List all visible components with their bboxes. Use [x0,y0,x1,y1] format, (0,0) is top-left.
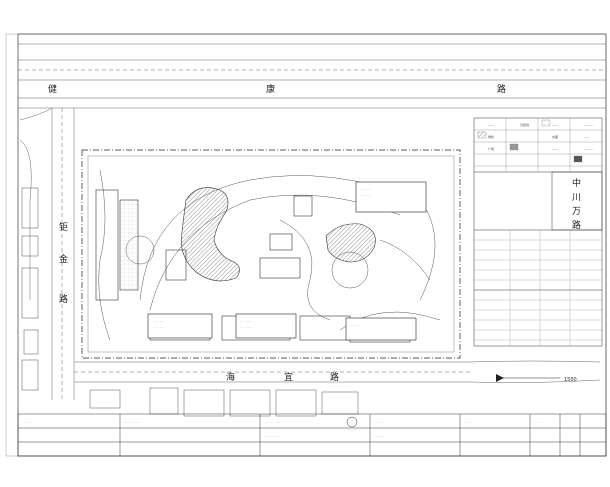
annotation-boxes [147,181,427,341]
road-label-left-2: 金 [59,253,68,265]
svg-text:——: —— [488,123,494,127]
svg-text:·· ·· ·····: ·· ·· ····· [350,323,361,327]
inner-boundary [87,155,455,353]
svg-text:———: ——— [584,147,593,151]
svg-text:———: ——— [584,123,593,127]
svg-text:·· ·· ·····: ·· ·· ····· [240,325,251,329]
road-label-right-2: 川 [572,193,581,203]
road-label-bottom-right: 路 [330,371,339,383]
drawing-frame [17,33,607,457]
svg-text:····· ···: ····· ··· [22,420,31,424]
data-table [474,230,602,346]
annotation-text: ·· ·· ····· ·· ·· ····· ·· ·· ····· ·· ·… [154,187,371,329]
left-road [19,107,75,400]
svg-text:·· ·· ·····: ·· ·· ····· [360,193,371,197]
legend-items: —— 分区线 —— ——— 绿化 水面 —— 广场 —— ——— [488,122,593,151]
svg-text:·· ·· ·····: ·· ·· ····· [360,187,371,191]
svg-text:···· ·····: ···· ····· [464,420,474,424]
hatched-garden-left [181,187,240,282]
svg-text:分区线: 分区线 [520,122,529,127]
logo-icon [346,416,358,428]
svg-text:——: —— [584,135,590,139]
svg-text:——: —— [552,123,558,127]
svg-text:····· ····· ·····: ····· ····· ····· [124,420,140,424]
svg-text:广场: 广场 [488,146,494,151]
hatched-garden-right [325,223,376,263]
title-block [17,413,607,457]
svg-text:·· ·· ·····: ·· ·· ····· [154,319,165,323]
svg-text:绿化: 绿化 [488,134,494,139]
legend [474,118,602,172]
svg-text:水面: 水面 [552,134,558,139]
road-label-bottom-mid: 宜 [284,371,293,383]
road-label-top-left: 健 [48,83,57,95]
road-label-right-4: 路 [572,219,581,231]
title-block-text: ····· ··· ····· ····· ····· ···· ····· ·… [22,420,541,438]
svg-text:——: —— [552,147,558,151]
svg-text:···· ····· ······: ···· ····· ······ [264,420,280,424]
road-label-right-3: 万 [572,207,581,217]
road-sign-value: 1500 [564,377,577,383]
north-arrow [496,374,560,382]
road-label-left-3: 路 [59,293,68,305]
svg-text:·· ·· ·····: ·· ·· ····· [240,319,251,323]
road-label-top-right: 路 [497,83,506,95]
bottom-outside-buildings [89,387,359,417]
bottom-road [74,360,601,383]
road-label-bottom-left: 海 [226,371,235,383]
site-boundary [81,149,461,359]
svg-text:·· ·· ·····: ·· ·· ····· [154,325,165,329]
svg-text:·· ····· ·· ·····: ·· ····· ·· ····· [264,434,280,438]
left-outside-buildings [21,187,39,391]
road-label-left-1: 钜 [59,221,68,233]
svg-text:··· ···: ··· ··· [534,420,541,424]
road-label-top-mid: 康 [266,83,275,95]
svg-text:····· ····: ····· ···· [374,420,384,424]
svg-text:····· ·····: ····· ····· [374,434,385,438]
road-label-right-1: 中 [572,177,581,189]
top-road [18,43,606,109]
